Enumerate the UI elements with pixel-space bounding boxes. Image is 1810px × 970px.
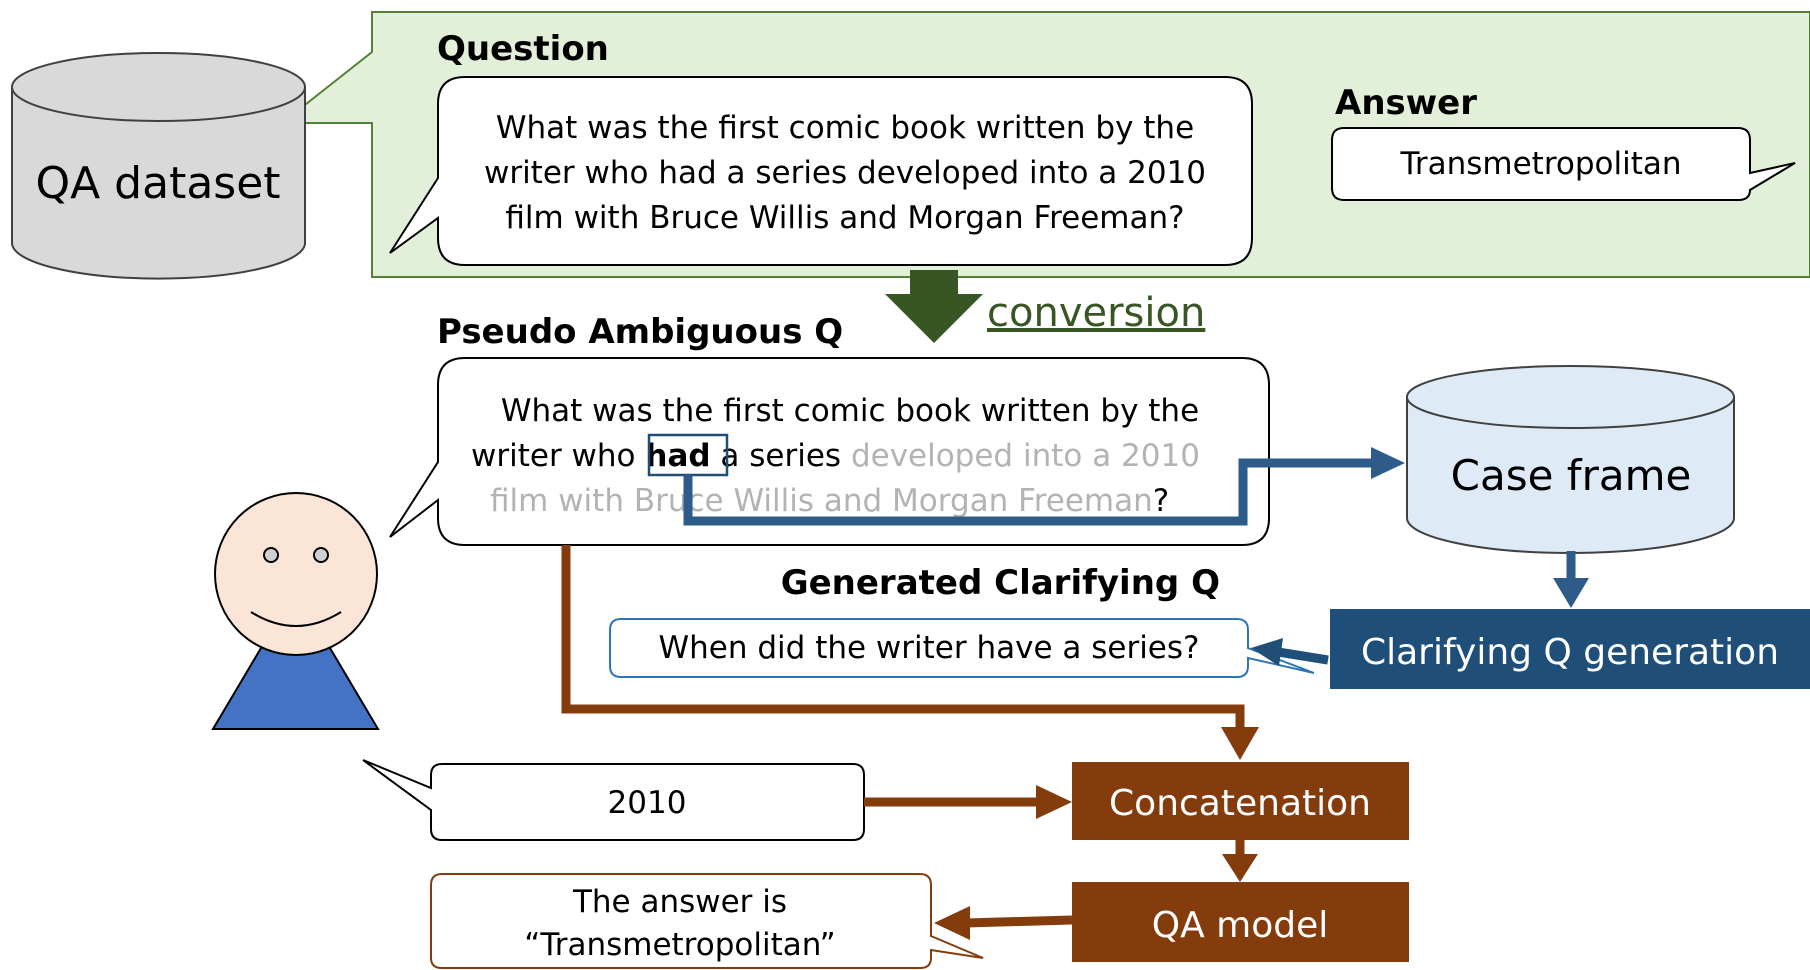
pseudo-line-1: What was the first comic book written by… <box>501 393 1199 429</box>
qa-model-box <box>1072 882 1409 962</box>
question-line-2: writer who had a series developed into a… <box>484 155 1206 191</box>
left-eye <box>263 547 279 563</box>
answer-heading: Answer <box>1335 83 1477 123</box>
case-frame-label: Case frame <box>1451 451 1692 500</box>
concat-arrowhead-top <box>1221 727 1259 760</box>
answer-arrowhead <box>934 906 970 940</box>
removed-phrase: developed into a 2010 <box>851 438 1200 474</box>
generator-to-question-arrow <box>1277 647 1329 665</box>
question-line-1: What was the first comic book written by… <box>496 110 1194 146</box>
concat-arrowhead-left <box>1036 785 1072 819</box>
generator-arrowhead <box>1553 578 1589 608</box>
question-arrowhead <box>1251 638 1283 666</box>
pseudo-bubble <box>389 357 1270 546</box>
highlighted-verb: had <box>645 438 710 474</box>
qa-model-label: QA model <box>1152 905 1329 946</box>
pseudo-line-2: writer who had a series developed into a… <box>471 438 1200 474</box>
question-heading: Question <box>437 29 609 69</box>
user-figure <box>211 492 380 730</box>
conversion-label: conversion <box>987 290 1205 336</box>
concatenation-label: Concatenation <box>1109 783 1371 824</box>
user-reply-bubble <box>362 759 865 841</box>
final-answer-line-1: The answer is <box>572 884 787 920</box>
right-eye <box>313 547 329 563</box>
pseudo-heading: Pseudo Ambiguous Q <box>437 312 843 352</box>
pseudo-line-3: film with Bruce Willis and Morgan Freema… <box>490 483 1169 519</box>
final-answer-bubble <box>430 873 984 969</box>
pseudo-to-concat-connector <box>561 545 1245 730</box>
clarifying-generator-box <box>1330 609 1810 689</box>
clarifying-bubble <box>609 618 1315 678</box>
verb-to-caseframe-connector <box>683 458 1373 526</box>
qa-dataset-cylinder: QA dataset <box>11 52 306 280</box>
clarifying-question-text: When did the writer have a series? <box>659 630 1200 666</box>
concatenation-box <box>1072 762 1409 840</box>
smile <box>250 611 342 627</box>
case-frame-cylinder: Case frame <box>1406 365 1735 554</box>
user-reply-text: 2010 <box>608 785 687 821</box>
qa-to-answer-arrow <box>965 915 1073 928</box>
clarifying-heading: Generated Clarifying Q <box>781 563 1220 603</box>
dataset-label: QA dataset <box>35 158 280 209</box>
question-bubble <box>389 76 1253 266</box>
caseframe-arrowhead <box>1371 447 1405 479</box>
question-line-3: film with Bruce Willis and Morgan Freema… <box>505 200 1184 236</box>
final-answer-line-2: “Transmetropolitan” <box>524 927 835 963</box>
clarifying-generator-label: Clarifying Q generation <box>1361 632 1779 673</box>
answer-bubble <box>1331 127 1796 201</box>
qa-arrowhead <box>1222 854 1258 882</box>
answer-text: Transmetropolitan <box>1399 146 1681 182</box>
conversion-arrow <box>885 270 983 343</box>
